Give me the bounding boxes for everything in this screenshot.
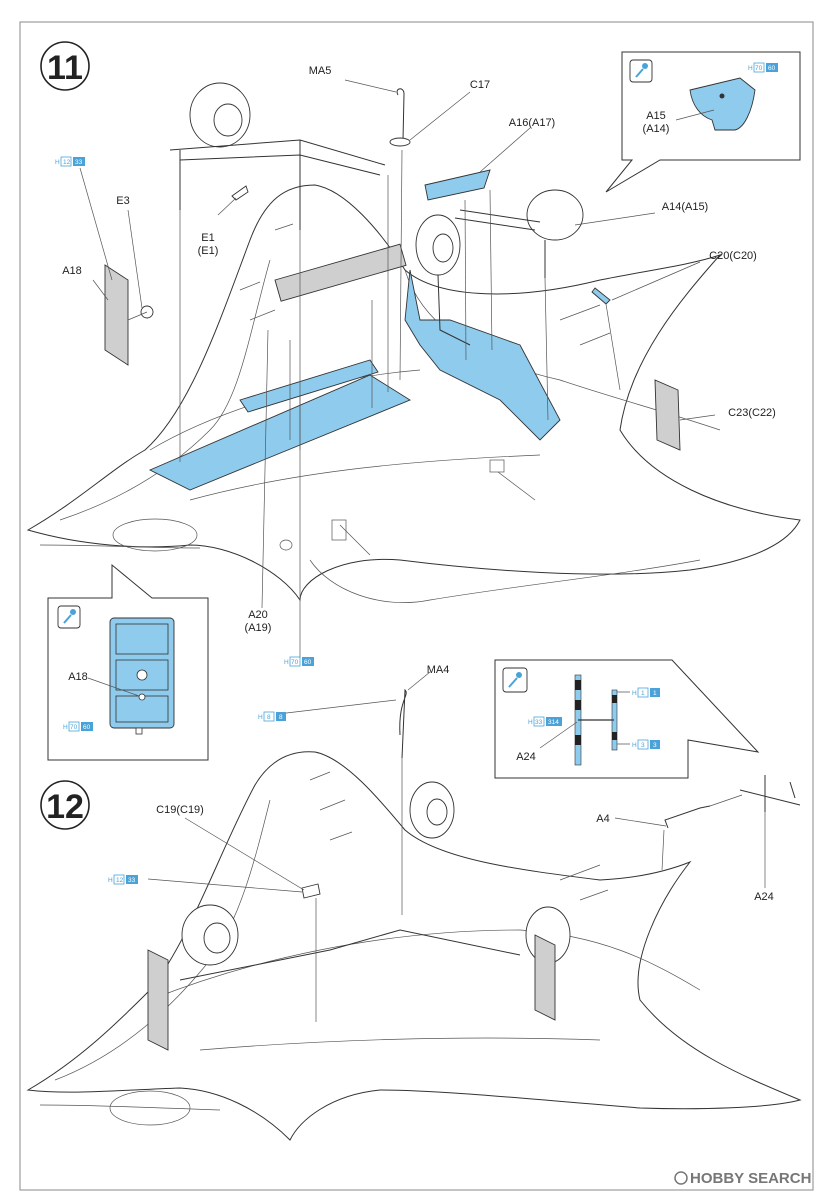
label-e3: E3 bbox=[116, 195, 129, 207]
step-12-circle bbox=[40, 780, 90, 830]
a24-part bbox=[739, 775, 801, 812]
a18-grey-door bbox=[104, 264, 129, 366]
svg-text:H: H bbox=[632, 742, 637, 749]
step-12-number: 12 bbox=[46, 788, 84, 826]
step-12-leaders bbox=[147, 671, 766, 893]
ma5-part bbox=[396, 88, 405, 141]
step-11: 11 bbox=[26, 41, 801, 761]
label-a20-alt: (A19) bbox=[245, 622, 272, 634]
inset-a18-detail: A18 H 70 60 bbox=[47, 563, 209, 761]
svg-text:H: H bbox=[63, 724, 68, 731]
svg-text:H: H bbox=[632, 690, 637, 697]
step-11-blue-parts bbox=[148, 169, 611, 491]
inset-paint-ref-h1: H 1 1 bbox=[632, 687, 660, 698]
inset-paint-ref-h33: H 33 314 bbox=[528, 716, 562, 727]
svg-text:60: 60 bbox=[768, 65, 776, 72]
svg-text:H: H bbox=[748, 65, 753, 72]
svg-text:8: 8 bbox=[267, 714, 271, 721]
label-e1-alt: (E1) bbox=[198, 245, 219, 257]
inset-left-paint-ref: H 70 60 bbox=[63, 721, 93, 732]
label-ma5: MA5 bbox=[309, 65, 332, 77]
page-border bbox=[19, 21, 814, 1191]
label-c19: C19(C19) bbox=[156, 804, 204, 816]
svg-text:3: 3 bbox=[641, 742, 645, 749]
hobby-search-watermark: HOBBY SEARCH bbox=[674, 1170, 811, 1187]
step-12-airframe bbox=[26, 688, 802, 1141]
svg-text:70: 70 bbox=[291, 659, 299, 666]
step12-door-right bbox=[534, 934, 556, 1021]
svg-text:8: 8 bbox=[279, 714, 283, 721]
inset-a24-part bbox=[574, 674, 618, 766]
svg-text:33: 33 bbox=[75, 159, 83, 166]
ma4-part bbox=[399, 688, 407, 759]
c20-part bbox=[591, 287, 611, 305]
step-11-circle bbox=[40, 41, 90, 91]
step-11-number: 11 bbox=[47, 49, 83, 87]
inset-label-a15-alt: (A14) bbox=[643, 123, 670, 135]
svg-text:12: 12 bbox=[116, 877, 124, 884]
svg-text:H: H bbox=[528, 719, 533, 726]
a16-bay-part bbox=[404, 269, 561, 441]
a20-bay-part bbox=[148, 374, 411, 491]
paint-ref-h12-33-step12: H 12 33 bbox=[108, 874, 138, 885]
svg-text:60: 60 bbox=[304, 659, 312, 666]
a20-grey-panel bbox=[274, 243, 407, 302]
label-ma4: MA4 bbox=[427, 664, 450, 676]
inset-a15-detail: A15 (A14) H 70 60 bbox=[605, 51, 801, 193]
inset-paint-ref-h3: H 3 3 bbox=[632, 739, 660, 750]
paint-ref-h8-8: H 8 8 bbox=[258, 711, 286, 722]
inset-a15-part bbox=[689, 77, 756, 131]
label-a20: A20 bbox=[248, 609, 268, 621]
label-a16: A16(A17) bbox=[509, 117, 555, 129]
step-12: 12 bbox=[26, 659, 802, 1141]
inset-top-paint-ref: H 70 60 bbox=[748, 62, 778, 73]
svg-text:60: 60 bbox=[83, 724, 91, 731]
step-11-airframe bbox=[26, 184, 801, 603]
label-a14: A14(A15) bbox=[662, 201, 708, 213]
label-e1: E1 bbox=[201, 232, 214, 244]
svg-text:70: 70 bbox=[70, 724, 78, 731]
label-c20: C20(C20) bbox=[709, 250, 757, 262]
watermark-text: HOBBY SEARCH bbox=[690, 1170, 811, 1187]
e1-part bbox=[231, 185, 249, 201]
paint-brush-icon bbox=[635, 63, 648, 78]
label-c23: C23(C22) bbox=[728, 407, 776, 419]
paint-brush-icon bbox=[63, 609, 76, 624]
svg-text:H: H bbox=[108, 877, 113, 884]
svg-text:1: 1 bbox=[641, 690, 645, 697]
svg-text:12: 12 bbox=[63, 159, 71, 166]
svg-text:314: 314 bbox=[548, 719, 559, 726]
svg-text:3: 3 bbox=[653, 742, 657, 749]
svg-text:33: 33 bbox=[535, 719, 543, 726]
step-11-landing-gear bbox=[140, 82, 584, 346]
label-c17: C17 bbox=[470, 79, 490, 91]
label-a18: A18 bbox=[62, 265, 82, 277]
inset-label-a18: A18 bbox=[68, 671, 88, 683]
step-11-leaders bbox=[79, 79, 716, 658]
a16-part bbox=[424, 169, 491, 201]
inset-label-a15: A15 bbox=[646, 110, 666, 122]
paint-ref-h12-33-step11: H 12 33 bbox=[55, 156, 85, 167]
label-a4: A4 bbox=[596, 813, 609, 825]
watermark-logo-icon bbox=[674, 1171, 688, 1185]
step12-door bbox=[147, 949, 169, 1051]
c19-part bbox=[301, 883, 321, 899]
svg-text:70: 70 bbox=[755, 65, 763, 72]
c17-part bbox=[389, 137, 411, 147]
svg-text:H: H bbox=[55, 159, 60, 166]
label-a24: A24 bbox=[754, 891, 774, 903]
svg-text:33: 33 bbox=[128, 877, 136, 884]
bay-wall-part bbox=[239, 359, 379, 413]
c23-grey-door bbox=[654, 379, 681, 451]
inset-a24-detail: A24 H 33 314 H 1 1 H 3 3 bbox=[494, 659, 760, 779]
paint-ref-h70-60-step11: H 70 60 bbox=[284, 656, 314, 667]
step-12-guide-lines bbox=[315, 758, 743, 1022]
a4-part bbox=[664, 805, 711, 829]
inset-label-a24: A24 bbox=[516, 751, 536, 763]
svg-text:1: 1 bbox=[653, 690, 657, 697]
svg-text:H: H bbox=[284, 659, 289, 666]
paint-brush-icon bbox=[508, 672, 522, 688]
svg-text:H: H bbox=[258, 714, 263, 721]
